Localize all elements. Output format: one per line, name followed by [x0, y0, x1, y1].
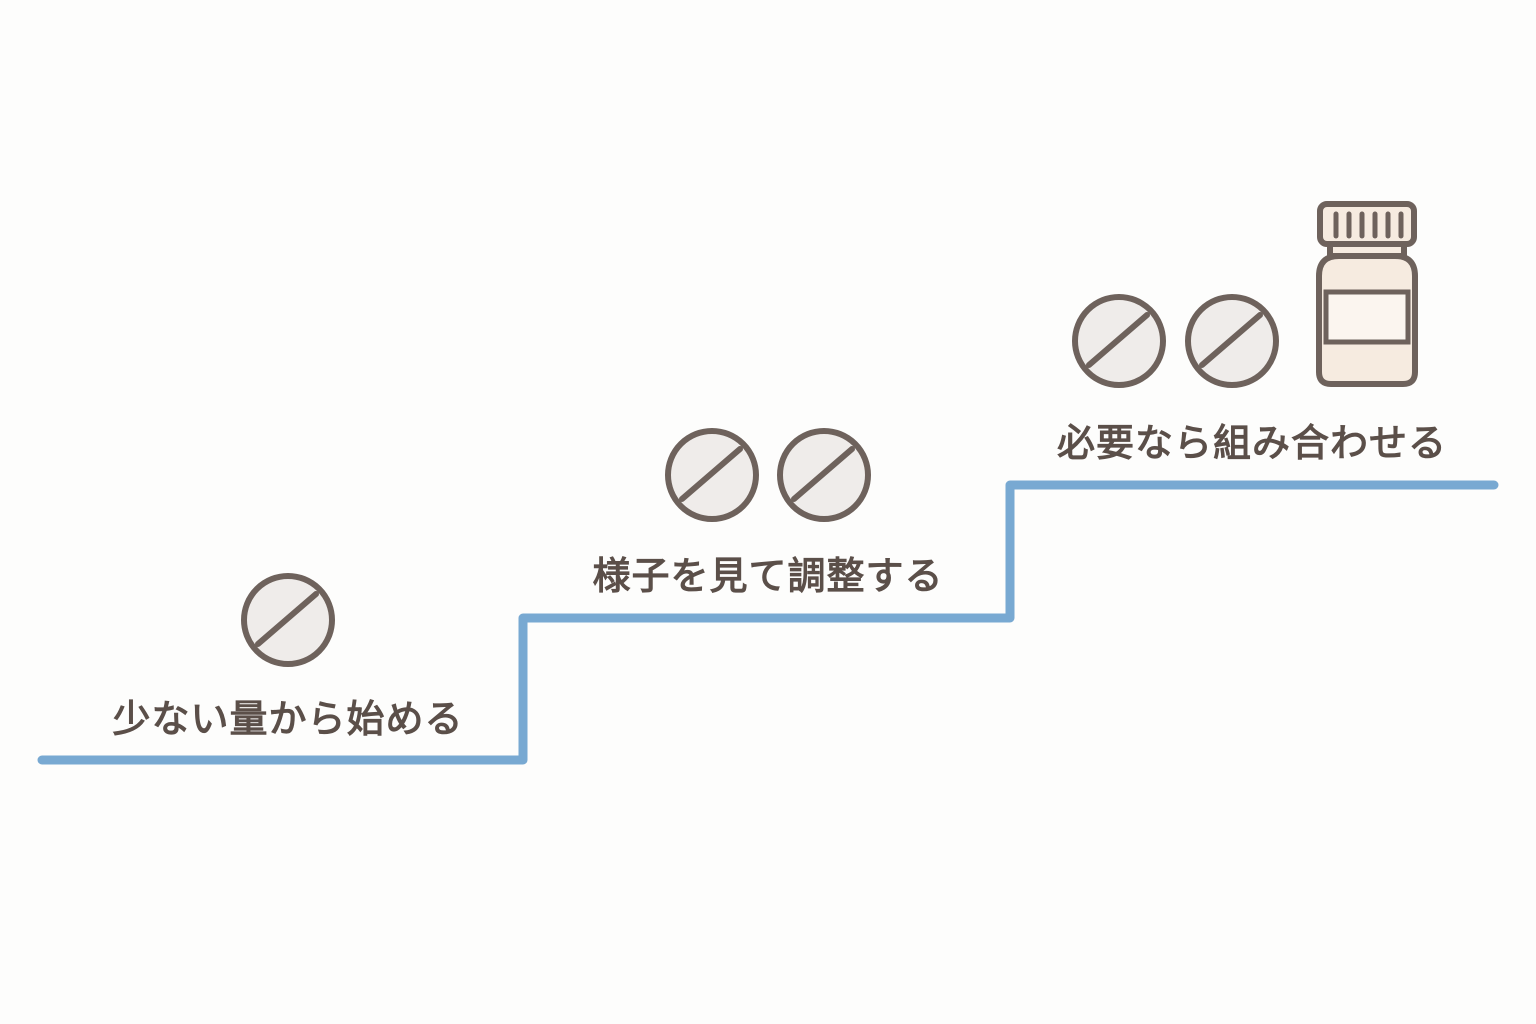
step3-pill-icon-2	[1184, 293, 1280, 394]
step2-pill-icon-2	[776, 427, 872, 528]
step2-label: 様子を見て調整する	[592, 554, 944, 598]
step1-label: 少ない量から始める	[112, 697, 464, 741]
step2-pill-icon-1	[664, 427, 760, 528]
medicine-bottle-icon	[1303, 200, 1431, 395]
step3-label: 必要なら組み合わせる	[1056, 421, 1448, 465]
stair-path	[37, 480, 1499, 765]
step1-pill-icon	[240, 572, 336, 673]
step3-pill-icon-1	[1071, 293, 1167, 394]
